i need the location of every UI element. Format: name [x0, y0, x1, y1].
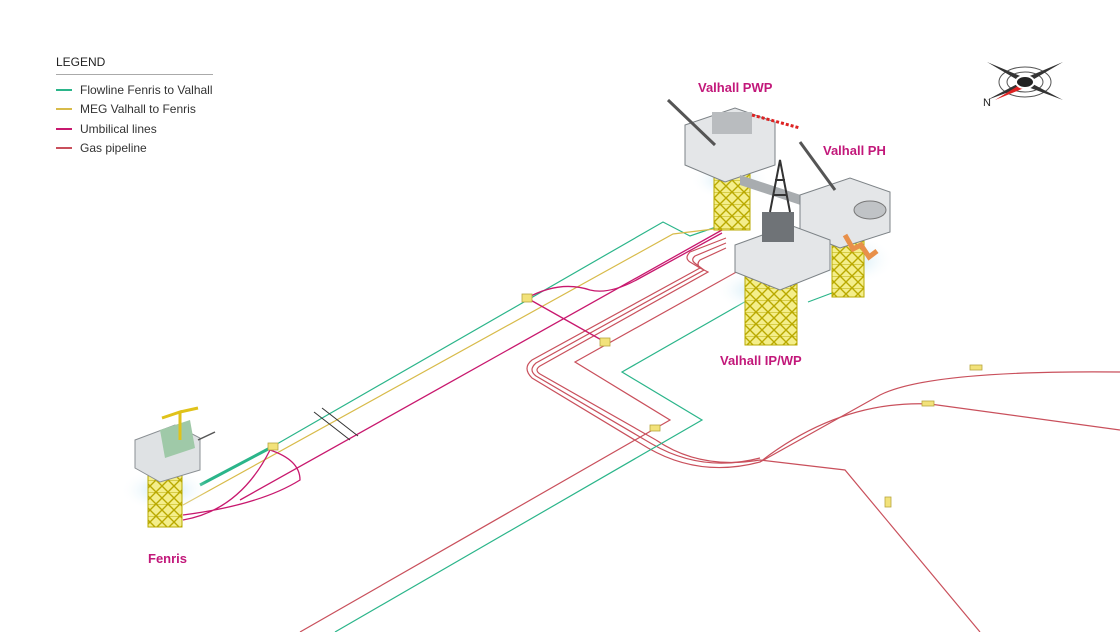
subsea-connectors — [267, 293, 983, 508]
legend-item-meg: MEG Valhall to Fenris — [56, 100, 213, 120]
fenris-platform — [120, 406, 216, 528]
gas-pipeline — [299, 269, 741, 632]
valhall-ipwp-platform — [715, 159, 831, 346]
flowline — [334, 291, 763, 632]
compass-north-label: N — [983, 97, 991, 109]
legend-item-gas: Gas pipeline — [56, 139, 213, 159]
legend-swatch — [56, 147, 72, 150]
compass-rose-icon: N — [983, 62, 1063, 109]
gas-pipeline — [536, 247, 727, 441]
legend-item-flowline: Flowline Fenris to Valhall — [56, 80, 213, 100]
legend: LEGEND Flowline Fenris to Valhall MEG Va… — [56, 55, 213, 158]
umbilical-lines — [182, 229, 723, 521]
legend-label: MEG Valhall to Fenris — [80, 102, 196, 117]
flowline — [199, 446, 271, 487]
gas-pipeline — [759, 403, 1120, 463]
gas-pipelines — [299, 237, 1120, 632]
valhall-ph-platform — [798, 141, 895, 298]
umbilical-line — [526, 232, 723, 299]
umbilical-line — [182, 449, 301, 521]
label-valhall-ipwp: Valhall IP/WP — [720, 353, 802, 368]
label-valhall-ph: Valhall PH — [823, 143, 886, 158]
meg-line — [182, 227, 723, 506]
gas-pipeline — [531, 242, 761, 464]
label-fenris: Fenris — [148, 551, 188, 566]
legend-item-umbilical: Umbilical lines — [56, 119, 213, 139]
gas-pipeline — [655, 439, 981, 632]
break-symbol — [313, 407, 359, 441]
legend-label: Gas pipeline — [80, 141, 147, 156]
legend-swatch — [56, 127, 72, 130]
legend-title: LEGEND — [56, 55, 213, 75]
legend-label: Flowline Fenris to Valhall — [80, 82, 213, 97]
gas-pipeline — [526, 237, 1120, 469]
umbilical-line — [239, 229, 723, 501]
legend-label: Umbilical lines — [80, 121, 157, 136]
legend-swatch — [56, 108, 72, 111]
umbilical-line — [526, 297, 606, 343]
label-valhall-pwp: Valhall PWP — [698, 80, 773, 95]
legend-swatch — [56, 88, 72, 91]
flowline — [269, 221, 723, 449]
valhall-pwp-platform — [666, 98, 801, 231]
